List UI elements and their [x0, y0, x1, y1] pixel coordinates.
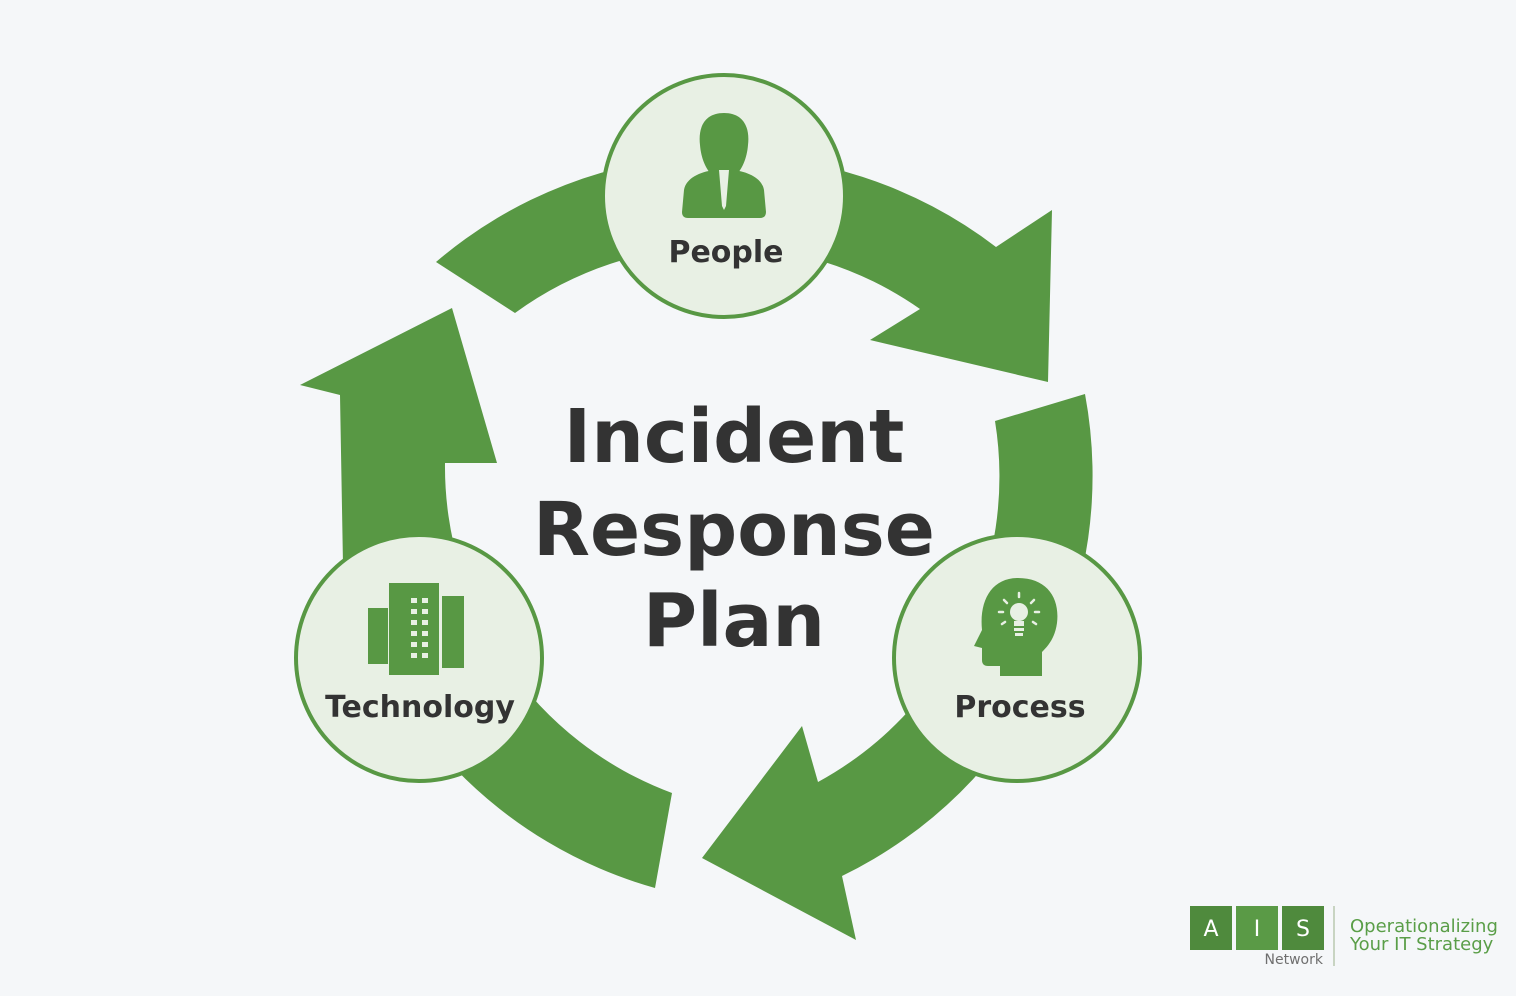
node-process: Process: [892, 533, 1142, 783]
arrow-technology-to-people: [300, 308, 672, 888]
buildings-icon: [368, 583, 464, 675]
logo-box-i: [1236, 906, 1278, 950]
arrow-process-to-technology: [702, 394, 1093, 940]
logo-tagline-2: Your IT Strategy: [1349, 934, 1494, 955]
title-line-3: Plan: [643, 578, 825, 664]
person-icon: [682, 113, 766, 218]
node-label-people: People: [668, 235, 783, 270]
head-lightbulb-icon: [974, 578, 1058, 676]
logo-tagline-1: Operationalizing: [1350, 916, 1498, 937]
node-label-process: Process: [954, 690, 1085, 725]
ais-network-logo: A I S Network Operationalizing Your IT S…: [1190, 906, 1498, 968]
center-title: Incident Response Plan: [533, 394, 935, 664]
title-line-2: Response: [533, 487, 935, 573]
node-technology: Technology: [294, 533, 544, 783]
logo-letter-i: I: [1254, 917, 1261, 942]
logo-box-a: [1190, 906, 1232, 950]
logo-letter-a: A: [1203, 917, 1218, 942]
node-people: People: [601, 73, 847, 319]
title-line-1: Incident: [564, 394, 905, 480]
arrow-people-to-process: [436, 155, 1052, 382]
logo-box-s: [1282, 906, 1324, 950]
logo-network: Network: [1265, 952, 1324, 968]
node-label-technology: Technology: [325, 690, 515, 725]
cycle-arrows: [300, 155, 1093, 940]
logo-letter-s: S: [1296, 917, 1310, 942]
